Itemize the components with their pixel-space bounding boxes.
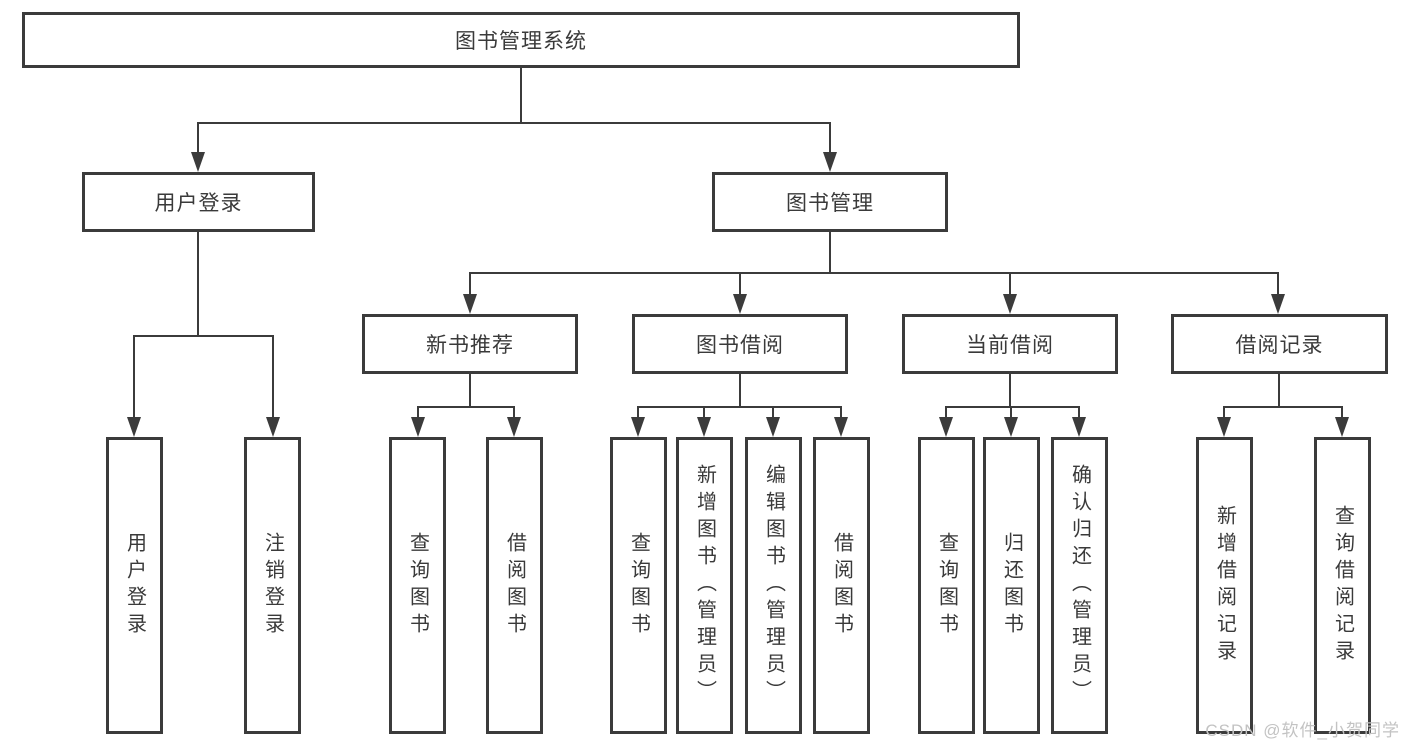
connector-line xyxy=(133,335,135,417)
connector-line xyxy=(470,272,1279,274)
connector-line xyxy=(1224,406,1343,408)
leaf-label: 借阅图书 xyxy=(830,531,853,640)
connector-line xyxy=(1223,406,1225,417)
arrow-down-icon xyxy=(733,294,747,314)
connector-line xyxy=(840,406,842,417)
leaf-label: 查询图书 xyxy=(406,531,429,640)
arrow-down-icon xyxy=(1004,417,1018,437)
leaf-query-borrow-record: 查询借阅记录 xyxy=(1314,437,1371,734)
connector-line xyxy=(1078,406,1080,417)
leaf-label: 归还图书 xyxy=(1000,531,1023,640)
arrow-down-icon xyxy=(127,417,141,437)
connector-line xyxy=(513,406,515,417)
connector-line xyxy=(417,406,419,417)
arrow-down-icon xyxy=(1271,294,1285,314)
arrow-down-icon xyxy=(1335,417,1349,437)
leaf-label: 查询图书 xyxy=(935,531,958,640)
connector-line xyxy=(272,335,274,417)
leaf-query-books-borrow: 查询图书 xyxy=(610,437,667,734)
node-label: 借阅记录 xyxy=(1235,334,1324,357)
leaf-borrow-books-recommend: 借阅图书 xyxy=(486,437,543,734)
node-current-borrow: 当前借阅 xyxy=(902,314,1118,374)
node-label: 新书推荐 xyxy=(426,334,514,357)
connector-line xyxy=(945,406,947,417)
connector-line xyxy=(638,406,842,408)
connector-line xyxy=(198,122,831,124)
leaf-borrow-books: 借阅图书 xyxy=(813,437,870,734)
arrow-down-icon xyxy=(1217,417,1231,437)
connector-line xyxy=(829,122,831,152)
node-new-book-recommend: 新书推荐 xyxy=(362,314,578,374)
connector-line xyxy=(520,68,522,122)
leaf-add-borrow-record: 新增借阅记录 xyxy=(1196,437,1253,734)
node-label: 图书借阅 xyxy=(696,334,784,357)
connector-line xyxy=(469,374,471,406)
leaf-query-books-current: 查询图书 xyxy=(918,437,975,734)
connector-line xyxy=(946,406,1080,408)
csdn-watermark: CSDN @软件_小贺同学 xyxy=(1205,721,1400,740)
connector-line xyxy=(197,122,199,152)
arrow-down-icon xyxy=(411,417,425,437)
leaf-add-books-admin: 新增图书（管理员） xyxy=(676,437,733,734)
connector-line xyxy=(739,374,741,406)
leaf-label: 查询借阅记录 xyxy=(1331,504,1354,667)
leaf-query-books-recommend: 查询图书 xyxy=(389,437,446,734)
arrow-down-icon xyxy=(507,417,521,437)
arrow-down-icon xyxy=(766,417,780,437)
connector-line xyxy=(739,272,741,294)
connector-line xyxy=(829,232,831,272)
leaf-label: 编辑图书（管理员） xyxy=(762,464,785,707)
node-book-management: 图书管理 xyxy=(712,172,948,232)
connector-line xyxy=(134,335,274,337)
connector-line xyxy=(469,272,471,294)
leaf-label: 借阅图书 xyxy=(503,531,526,640)
leaf-label: 注销登录 xyxy=(261,531,284,640)
leaf-label: 新增借阅记录 xyxy=(1213,504,1236,667)
leaf-label: 用户登录 xyxy=(123,531,146,640)
connector-line xyxy=(197,232,199,335)
connector-line xyxy=(1009,272,1011,294)
leaf-logout: 注销登录 xyxy=(244,437,301,734)
leaf-confirm-return-admin: 确认归还（管理员） xyxy=(1051,437,1108,734)
connector-line xyxy=(1277,272,1279,294)
arrow-down-icon xyxy=(939,417,953,437)
connector-line xyxy=(637,406,639,417)
connector-line xyxy=(703,406,705,417)
node-label: 用户登录 xyxy=(154,192,243,215)
leaf-label: 新增图书（管理员） xyxy=(693,464,716,707)
node-borrow-records: 借阅记录 xyxy=(1171,314,1388,374)
connector-line xyxy=(1278,374,1280,406)
leaf-label: 确认归还（管理员） xyxy=(1068,464,1091,707)
arrow-down-icon xyxy=(266,417,280,437)
arrow-down-icon xyxy=(191,152,205,172)
leaf-return-books: 归还图书 xyxy=(983,437,1040,734)
arrow-down-icon xyxy=(631,417,645,437)
node-label: 图书管理 xyxy=(786,192,874,215)
arrow-down-icon xyxy=(1003,294,1017,314)
connector-line xyxy=(418,406,515,408)
node-library-system: 图书管理系统 xyxy=(22,12,1020,68)
connector-line xyxy=(1010,406,1012,417)
leaf-edit-books-admin: 编辑图书（管理员） xyxy=(745,437,802,734)
arrow-down-icon xyxy=(823,152,837,172)
leaf-user-login: 用户登录 xyxy=(106,437,163,734)
node-label: 图书管理系统 xyxy=(455,30,587,53)
arrow-down-icon xyxy=(463,294,477,314)
node-book-borrow: 图书借阅 xyxy=(632,314,848,374)
arrow-down-icon xyxy=(834,417,848,437)
node-label: 当前借阅 xyxy=(966,334,1054,357)
connector-line xyxy=(1341,406,1343,417)
connector-line xyxy=(1009,374,1011,406)
leaf-label: 查询图书 xyxy=(627,531,650,640)
connector-line xyxy=(772,406,774,417)
arrow-down-icon xyxy=(1072,417,1086,437)
node-user-login: 用户登录 xyxy=(82,172,315,232)
arrow-down-icon xyxy=(697,417,711,437)
